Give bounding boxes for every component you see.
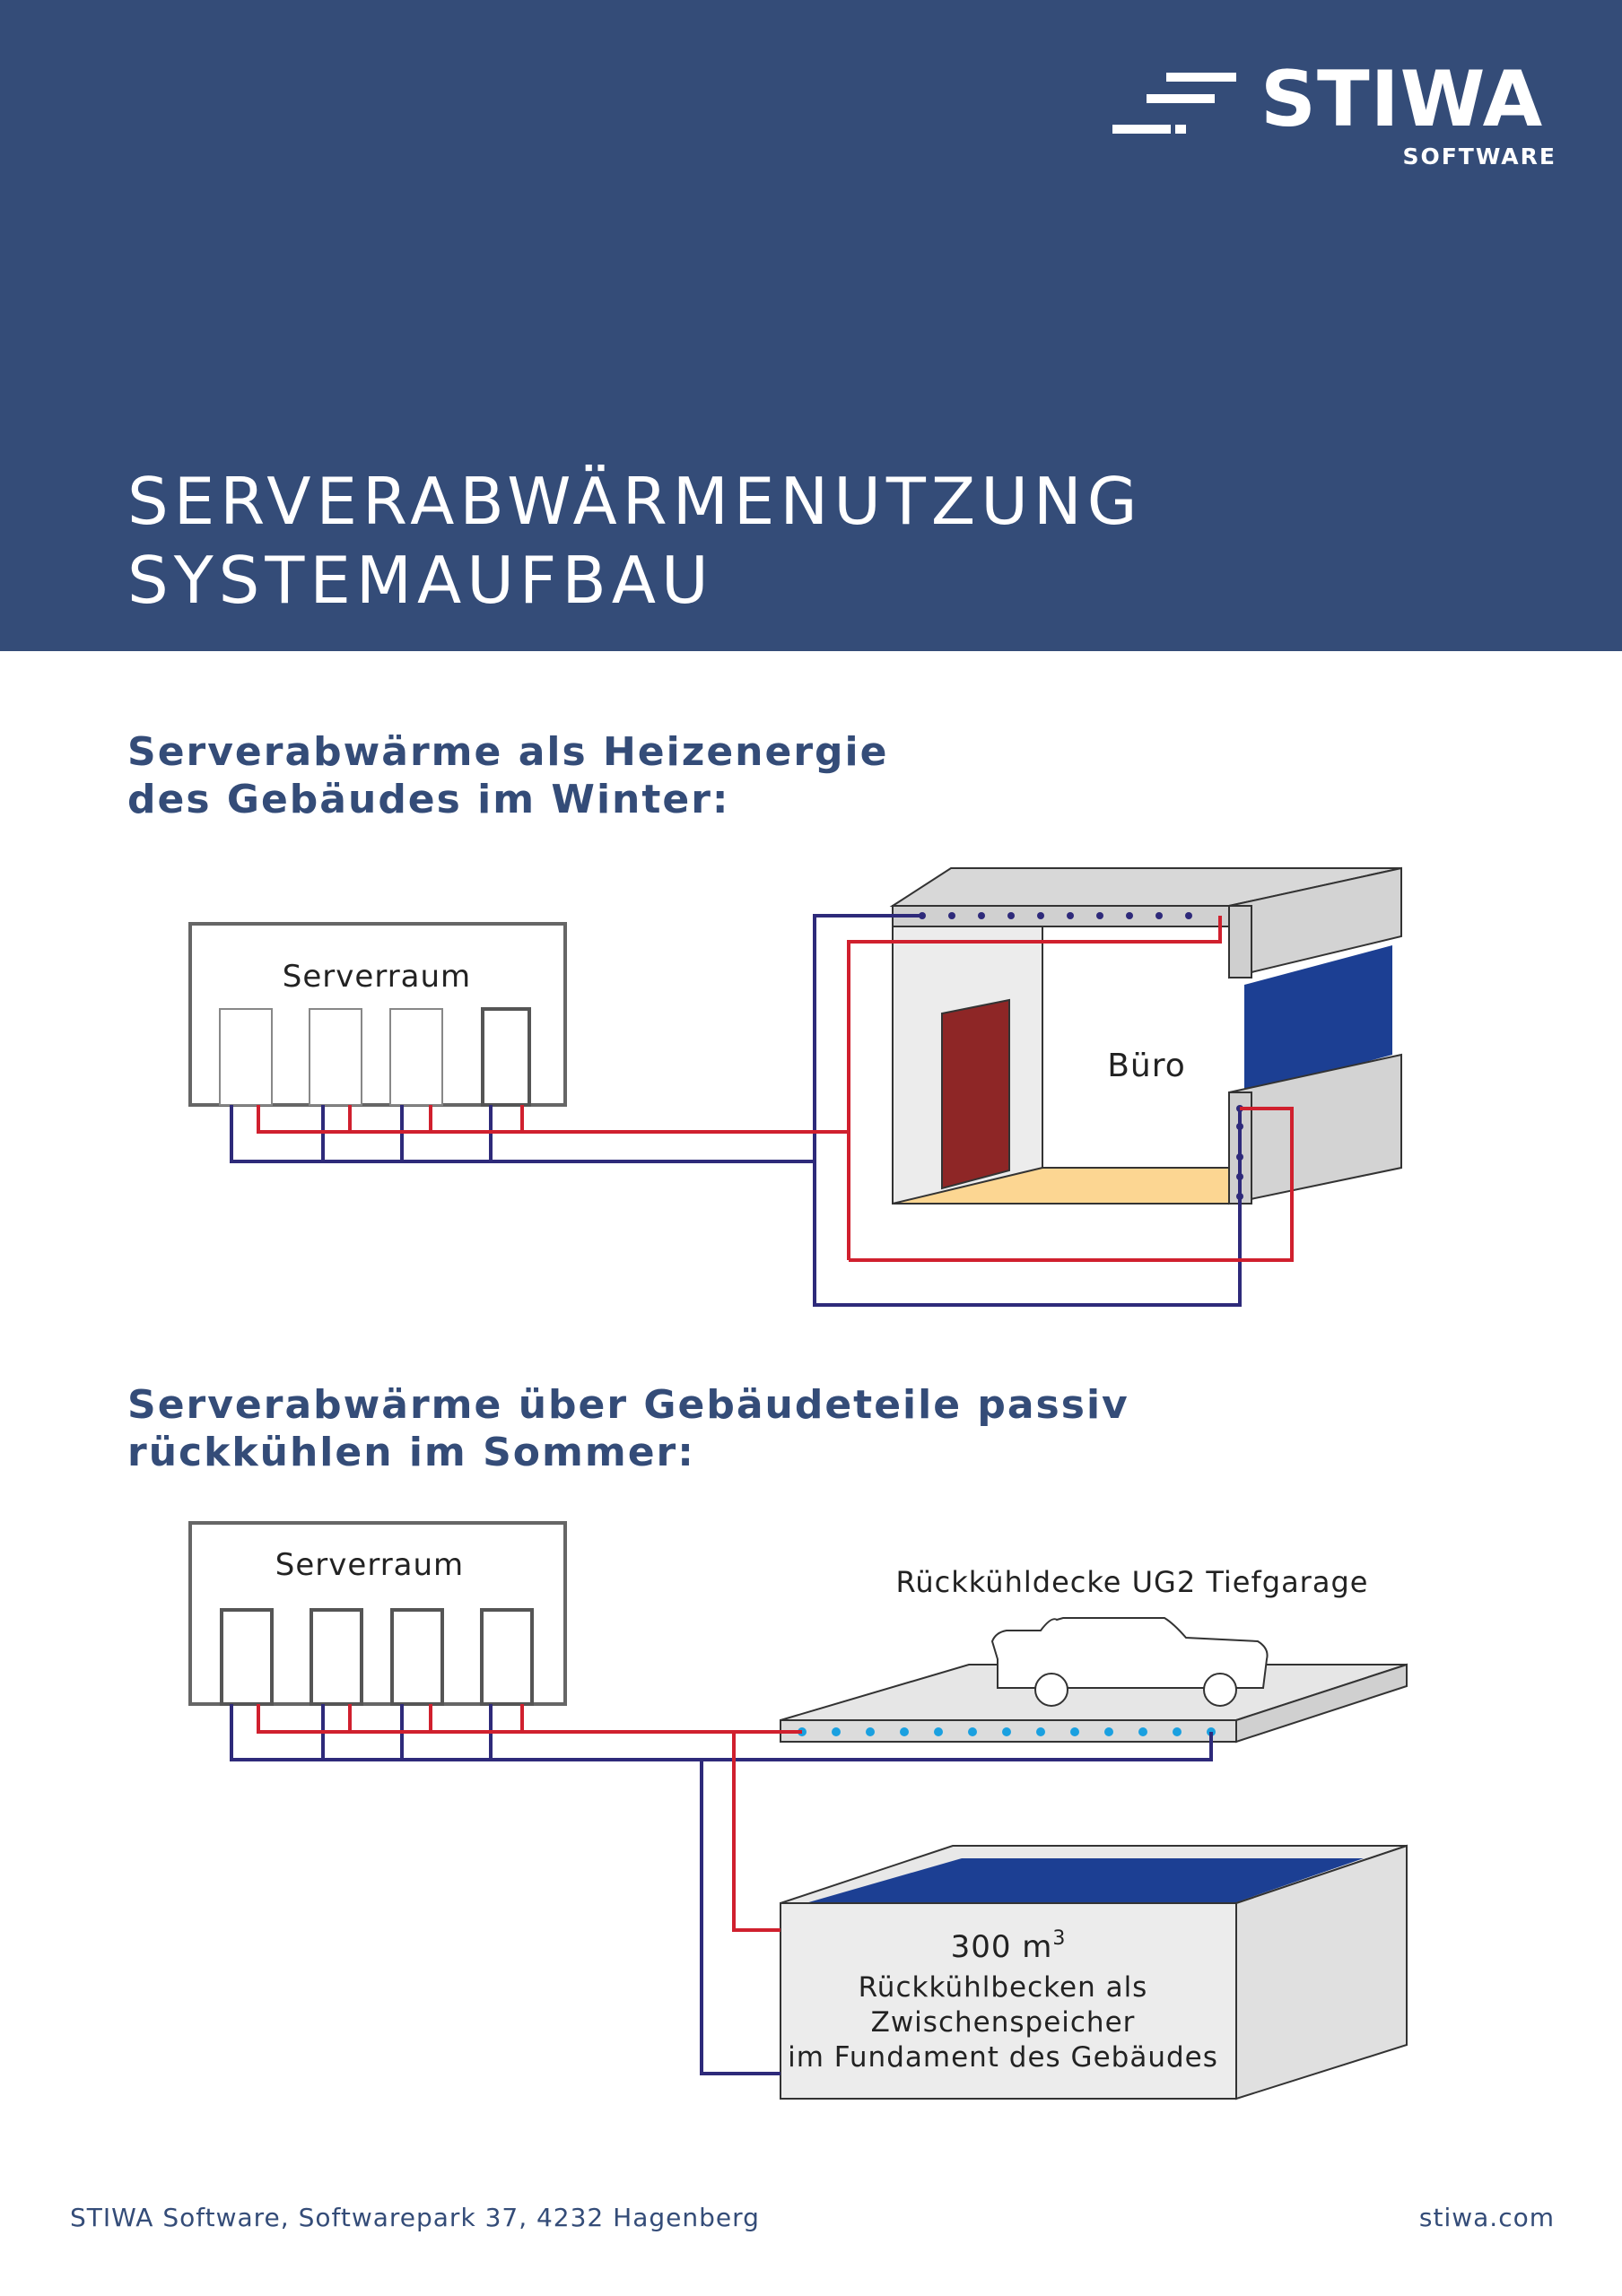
logo-stripes-icon xyxy=(1112,73,1236,134)
page-title-line-1: SERVERABWÄRMENUTZUNG xyxy=(127,464,1143,539)
basin-water xyxy=(806,1858,1364,1903)
footer-website-link[interactable]: stiwa.com xyxy=(1418,2203,1555,2232)
stiwa-logo: STIWA SOFTWARE xyxy=(1112,55,1561,179)
logo-subtitle: SOFTWARE xyxy=(1402,144,1557,170)
page-title-line-2: SYSTEMAUFBAU xyxy=(127,543,714,618)
winter-heading-line-2: des Gebäudes im Winter: xyxy=(127,777,730,822)
logo-wordmark: STIWA xyxy=(1260,55,1544,144)
basin-volume: 300 m3 xyxy=(951,1927,1067,1965)
basin-side xyxy=(1235,1844,1408,2100)
winter-section-heading: Serverabwärme als Heizenergie des Gebäud… xyxy=(127,728,888,823)
basin-label-line-1: Rückkühlbecken als xyxy=(859,1971,1148,2004)
header-banner: STIWA SOFTWARE SERVERABWÄRMENUTZUNG SYST… xyxy=(0,0,1622,651)
office-window xyxy=(1244,945,1392,1094)
car-wheel-front xyxy=(1034,1673,1068,1707)
summer-supply-line xyxy=(257,1704,802,1932)
summer-server-racks xyxy=(220,1608,534,1706)
winter-return-line xyxy=(230,914,1242,1307)
office-label: Büro xyxy=(1107,1048,1186,1084)
winter-server-racks xyxy=(219,1008,443,1106)
footer-address: STIWA Software, Softwarepark 37, 4232 Ha… xyxy=(70,2203,760,2232)
winter-supply-line xyxy=(257,916,1294,1262)
basin-label-line-2: Zwischenspeicher xyxy=(871,2006,1136,2039)
summer-diagram: Serverraum Rückkühldecke UG2 Tiefgarage xyxy=(188,1521,1408,2100)
office-ceiling-slab xyxy=(892,905,1230,927)
car-wheel-rear xyxy=(1203,1673,1237,1707)
page-title: SERVERABWÄRMENUTZUNG SYSTEMAUFBAU xyxy=(127,462,1143,620)
door-icon xyxy=(941,998,1010,1190)
winter-server-rack xyxy=(481,1007,531,1107)
basin-label-line-3: im Fundament des Gebäudes xyxy=(788,2041,1218,2074)
winter-server-room-label: Serverraum xyxy=(283,959,471,995)
winter-diagram: Serverraum Büro xyxy=(188,866,1402,1307)
summer-section-heading: Serverabwärme über Gebäudeteile passiv r… xyxy=(127,1381,1129,1476)
summer-server-room-label: Serverraum xyxy=(275,1547,464,1583)
summer-heading-line-1: Serverabwärme über Gebäudeteile passiv xyxy=(127,1382,1129,1428)
cooling-ceiling-label: Rückkühldecke UG2 Tiefgarage xyxy=(896,1565,1369,1599)
car-icon xyxy=(990,1617,1269,1689)
summer-heading-line-2: rückkühlen im Sommer: xyxy=(127,1430,695,1475)
office-back-wall xyxy=(1042,906,1229,1168)
winter-heading-line-1: Serverabwärme als Heizenergie xyxy=(127,729,889,775)
